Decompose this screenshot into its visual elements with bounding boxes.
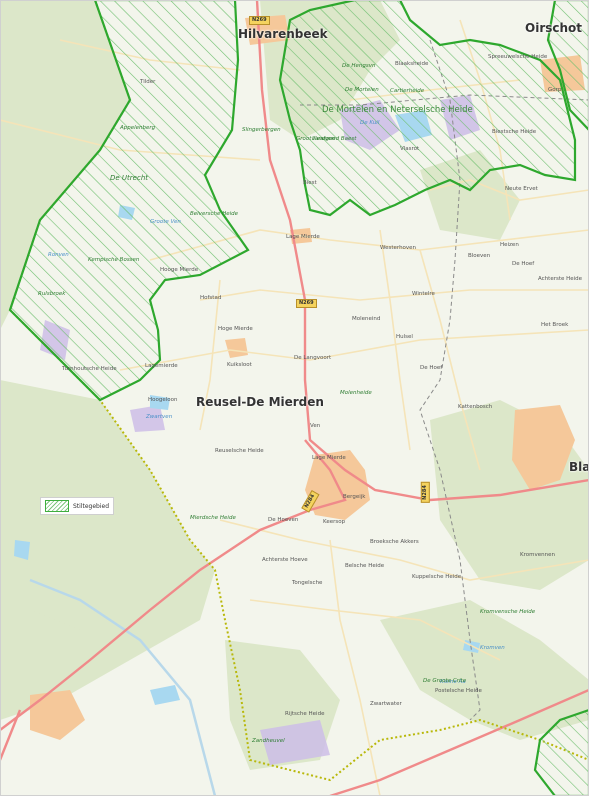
road-shield-n284-b: N284 (420, 482, 430, 503)
quiet-area-northeast (278, 0, 577, 217)
place-label-biestsche: Biestsche Heide (492, 129, 537, 135)
nature-label-slingerbergen: Slingerbergen (242, 127, 281, 133)
place-label-ven: Ven (310, 423, 321, 429)
water-label-groote-ven: Groote Ven (150, 219, 181, 225)
place-label-neute-ervet: Neute Ervet (505, 186, 538, 192)
place-label-de-langvoort: De Langvoort (294, 355, 332, 361)
place-label-het-broek: Het Broek (541, 322, 569, 328)
place-label-de-hoeven: De Hoeven (268, 517, 299, 523)
place-label-bloeven: Bloeven (468, 253, 491, 259)
place-label-kuppelsche-heide: Kuppelsche Heide (412, 574, 462, 580)
place-label-postelsche-heide: Postelsche Heide (435, 688, 482, 694)
nature-label-belversche-heide: Belversche Heide (190, 211, 239, 217)
place-label-westerhoven: Westerhoven (380, 245, 417, 251)
road-shield-n269-mid: N269 (296, 299, 317, 308)
water-label-kromven: Kromven (480, 645, 505, 651)
town-label-oirschot: Oirschot (525, 21, 583, 35)
place-label-heizen: Heizen (500, 242, 519, 248)
place-label-tongelsche: Tongelsche (292, 580, 323, 586)
legend-label: Stiltegebied (73, 502, 110, 510)
place-label-keersop: Keersop (323, 519, 346, 525)
canal (29, 578, 217, 796)
place-label-hoge-mierde: Hoge Mierde (218, 326, 253, 332)
place-label-de-groote-crite: De Groote Crite (423, 678, 467, 684)
nature-label-molenheide: Molenheide (340, 390, 372, 396)
place-label-hooge-mierde-e: Hooge Mierde (160, 267, 199, 273)
town-label-reusel: Reusel-De Mierden (196, 395, 324, 409)
place-label-de-hoef-e: De Hoef (512, 261, 535, 267)
place-label-reuselsche-heide: Reuselsche Heide (215, 448, 264, 454)
legend-hatch-swatch (45, 500, 69, 512)
place-label-lage-mierde-2: Lage Mierde (312, 455, 346, 461)
nature-label-neterselsche: De Mortelen en Neterselsche Heide (322, 105, 473, 115)
place-label-rijtsche-heide: Rijtsche Heide (285, 711, 325, 717)
place-label-wintelre: Wintelre (412, 291, 435, 297)
nature-label-kempische-bossen: Kempische Bossen (88, 257, 140, 263)
quiet-area-west (8, 0, 250, 402)
nature-label-appelenberg: Appelenberg (120, 125, 156, 131)
place-label-achterste-heide: Achterste Heide (538, 276, 583, 282)
place-label-spreeuwelsche: Spreeuwelsche Heide (488, 54, 548, 60)
nature-label-rulsbroek: Rulsbroek (38, 291, 66, 297)
place-label-turnhoutsche-heide: Turnhoutsche Heide (62, 366, 117, 372)
place-label-lagemierde: Lagemierde (145, 363, 178, 369)
place-label-kuiksloot: Kuiksloot (227, 362, 252, 368)
water-label-kleine-aa: Kleine Aa (440, 679, 466, 685)
place-label-lage-mierde: Lage Mierde (286, 234, 320, 240)
nature-label-de-utrecht: De Utrecht (110, 174, 149, 182)
place-label-kromvennen: Kromvennen (520, 552, 555, 558)
place-label-kattenbosch: Kattenbosch (458, 404, 493, 410)
quiet-area-corner-se (533, 708, 589, 796)
place-label-zandheuvel: Zandheuvel (252, 738, 285, 744)
place-label-hofstad: Hofstad (200, 295, 222, 301)
place-label-bergeijk: Bergeijk (343, 494, 366, 500)
town-label-bla: Bla (569, 460, 589, 474)
nature-label-mierdsche-heide: Mierdsche Heide (190, 515, 236, 521)
place-label-belsche-heide: Belsche Heide (345, 563, 385, 569)
place-label-hoogeloon: Hoogeloon (148, 397, 178, 403)
place-label-biest: Biest (303, 180, 317, 186)
water-label-zwartven: Zwartven (146, 414, 173, 420)
nature-label-de-mortelen: De Mortelen (345, 87, 379, 93)
place-label-gorp: Gorp (548, 87, 562, 93)
place-label-zwartwater: Zwartwater (370, 701, 402, 707)
town-label-hilvarenbeek: Hilvarenbeek (238, 27, 328, 41)
nature-label-landgoed: Landgoed Baest (312, 136, 357, 142)
quiet-area-corner-ne (546, 0, 589, 132)
place-label-moleneind: Moleneind (352, 316, 381, 322)
map-legend: Stiltegebied (40, 497, 115, 515)
water-label-ronven: Ronven (48, 252, 69, 258)
nature-label-kromvensche-heide: Kromvensche Heide (480, 609, 536, 615)
water-label-de-kuil: De Kuil (360, 120, 380, 126)
place-label-tilder: Tilder (140, 79, 156, 85)
place-label-blaaksheide: Blaaksheide (395, 61, 429, 67)
place-label-broeksche-akkers: Broeksche Akkers (370, 539, 419, 545)
place-label-vlasrot: Vlasrot (400, 146, 420, 152)
place-label-achterste-hoeve: Achterste Hoeve (262, 557, 308, 563)
place-label-hulsel: Hulsel (396, 334, 413, 340)
place-label-de-hoef: De Hoef (420, 365, 443, 371)
nature-label-de-hengsvn: De Hengsvn (342, 63, 376, 69)
nature-label-groot-kaaiven: Groot Kaaiven (296, 136, 335, 142)
nature-label-cartierheide: Cartierheide (390, 88, 425, 94)
road-shield-n269-top: N269 (249, 16, 270, 25)
